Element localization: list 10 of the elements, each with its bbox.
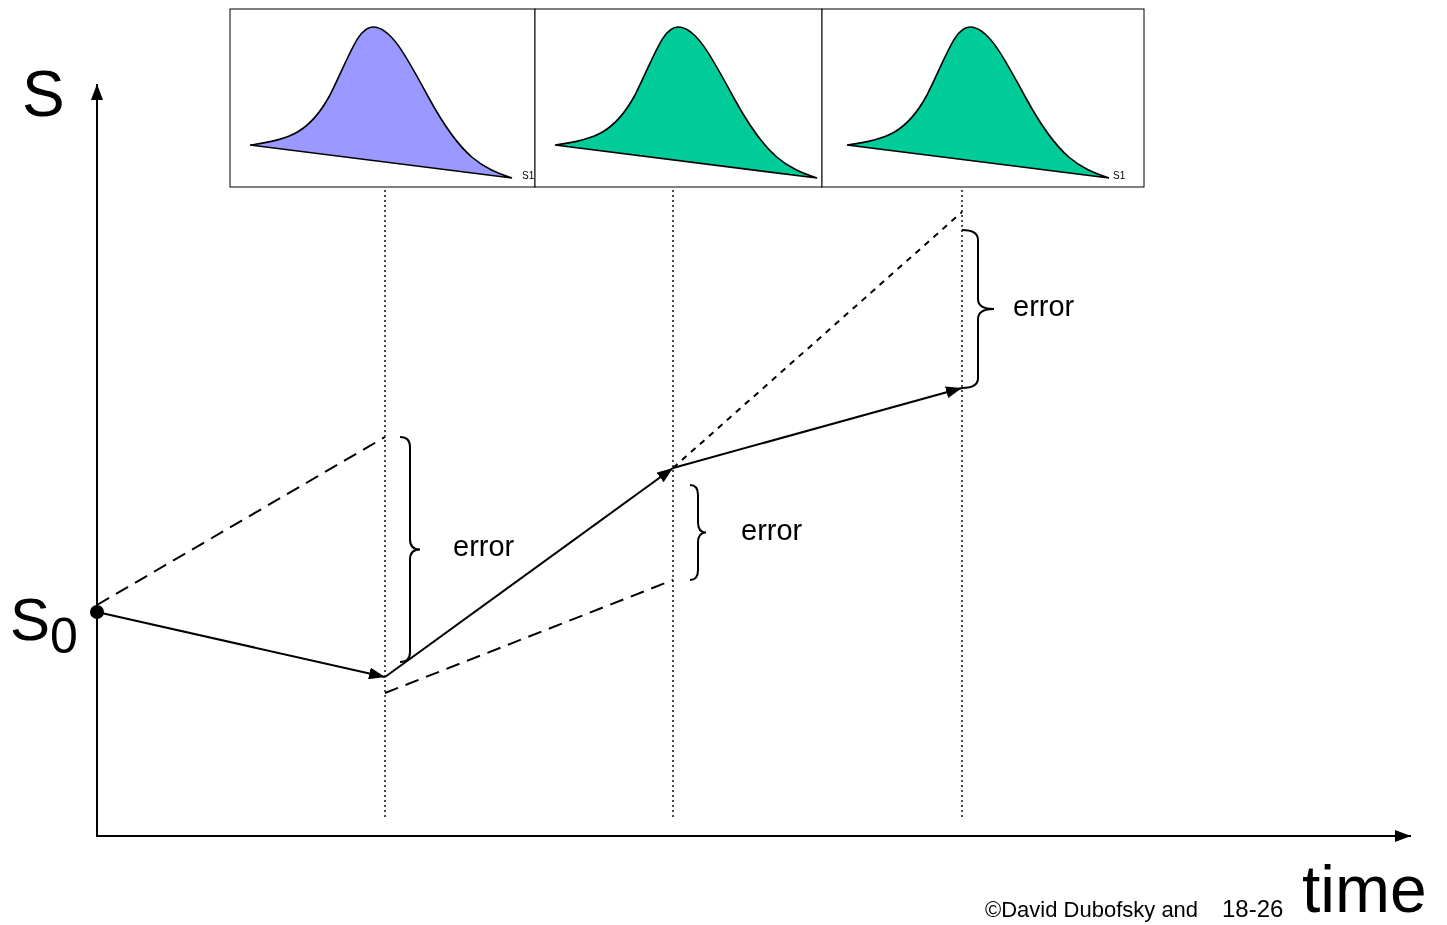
- start-value-label: S$_{0}$: [10, 590, 78, 661]
- error-label: error: [741, 516, 803, 545]
- axis-label: time: [1302, 856, 1427, 922]
- copyright-note: ©David Dubofsky and: [985, 899, 1199, 921]
- axis-label: S1: [522, 171, 535, 181]
- slide-number: 18-26: [1222, 897, 1284, 921]
- axis-label: S1: [1113, 171, 1126, 181]
- error-label: error: [1013, 292, 1075, 321]
- axis-label: S: [22, 62, 65, 126]
- error-label: error: [453, 532, 515, 561]
